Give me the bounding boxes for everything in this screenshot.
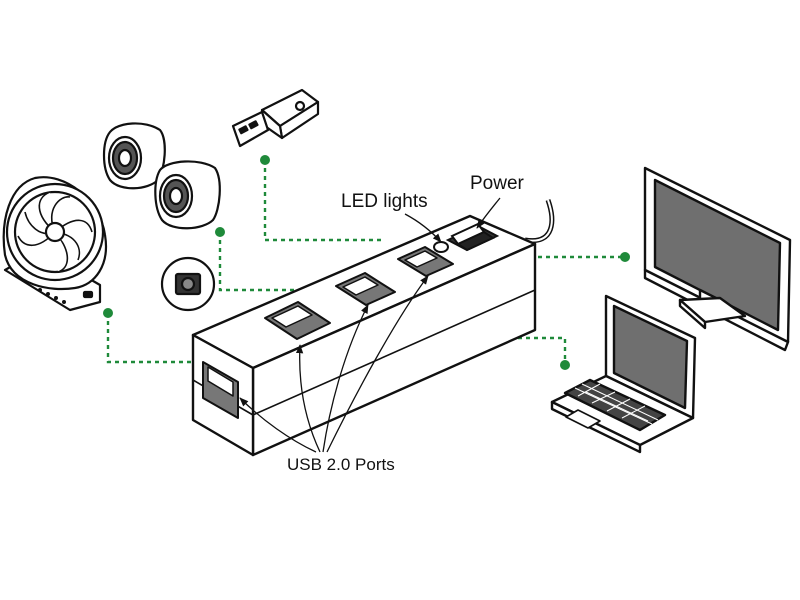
monitor-icon [643, 166, 792, 352]
label-arrows [239, 197, 501, 453]
connector-speakers [218, 232, 300, 292]
speakers-icon [102, 122, 221, 230]
speaker-right [154, 160, 221, 230]
connector-flash-drive [263, 160, 382, 242]
connector-fan [106, 313, 193, 364]
led-lights-label: LED lights [341, 191, 428, 212]
usb-port-1 [264, 301, 331, 340]
usb-port-3 [397, 246, 454, 277]
hub-controls [433, 222, 500, 253]
usb-port-2 [335, 272, 396, 306]
usb-flash-drive-icon [231, 88, 320, 148]
webcam-icon [160, 256, 216, 312]
laptop-icon [550, 294, 697, 454]
led-light [433, 241, 449, 253]
usb-ports-label: USB 2.0 Ports [287, 455, 395, 474]
usb-fan-icon [2, 176, 108, 312]
power-label: Power [470, 173, 524, 194]
usb-hub [191, 199, 555, 457]
power-switch [445, 222, 500, 252]
connector-lines [106, 160, 625, 364]
connector-dots [103, 155, 630, 370]
top-usb-ports [264, 246, 454, 340]
